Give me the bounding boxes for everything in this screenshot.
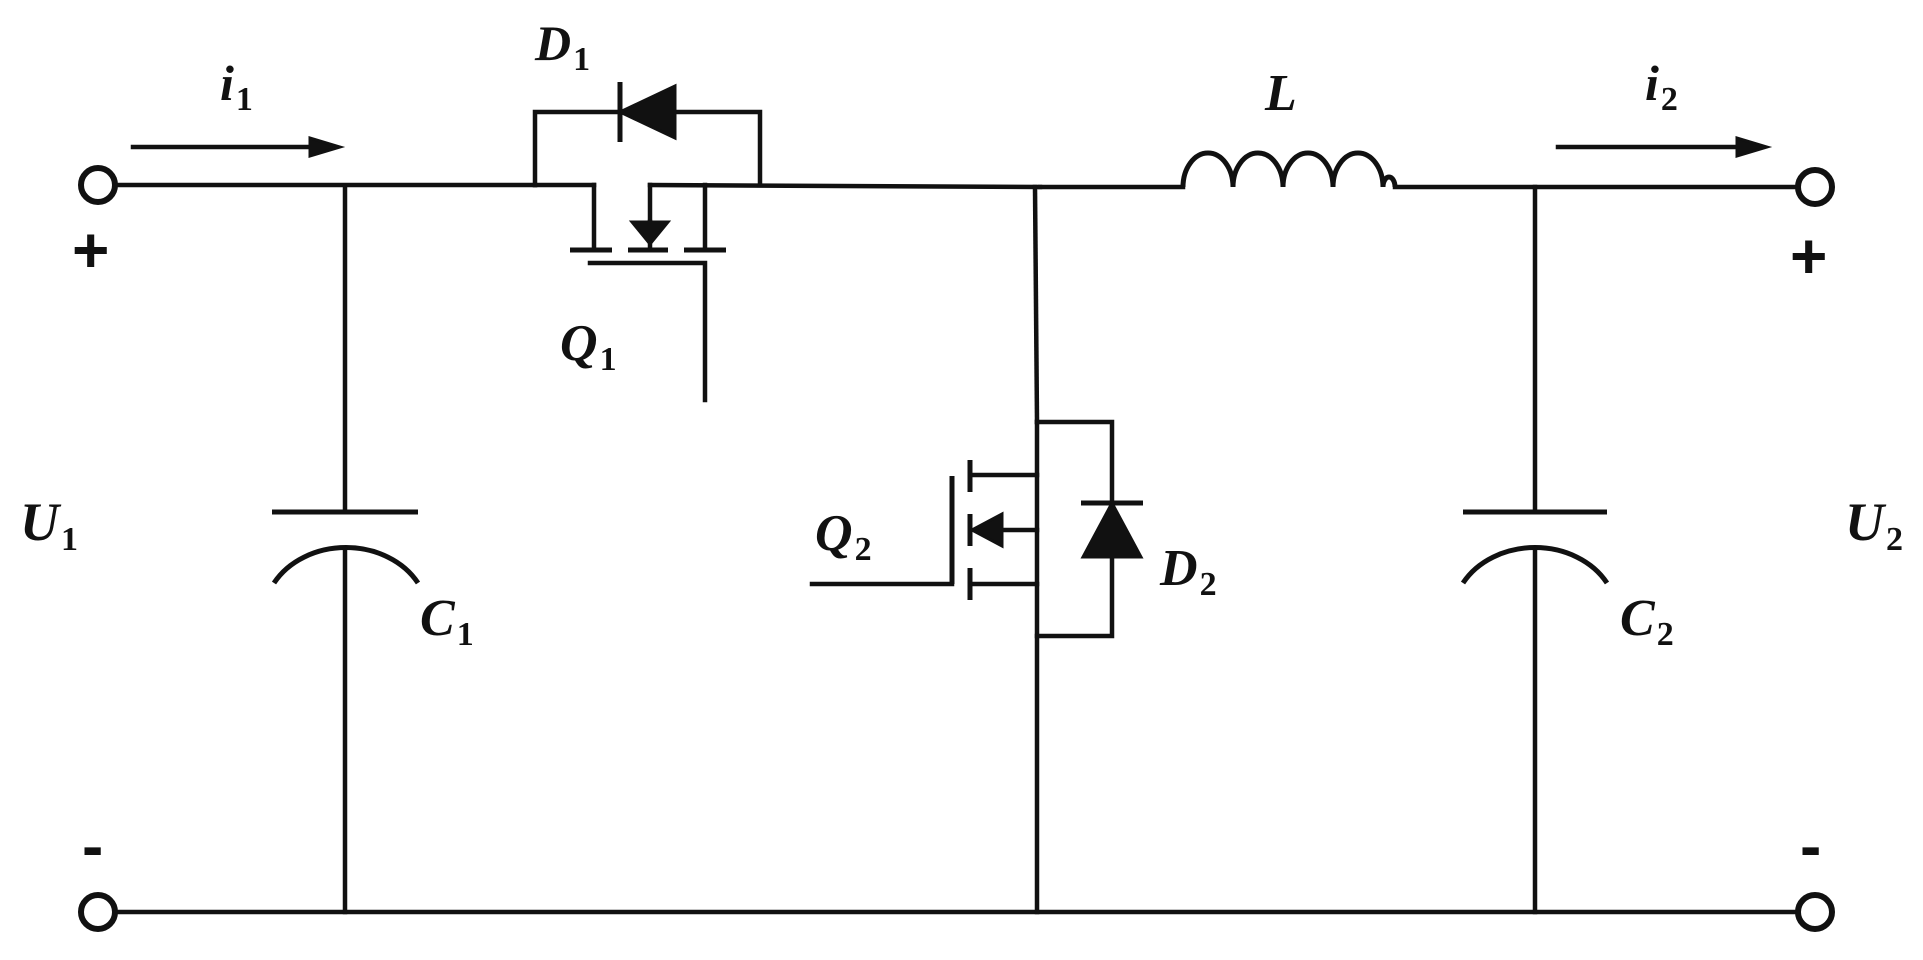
output-minus-sign: -	[1800, 810, 1821, 882]
top-wire	[95, 182, 1803, 251]
output-negative-terminal	[1795, 892, 1835, 932]
label-i2: i2	[1645, 55, 1678, 118]
input-plus-sign: +	[72, 214, 109, 286]
input-minus-sign: -	[82, 810, 103, 882]
input-positive-terminal	[78, 165, 118, 205]
mosfet-q1	[570, 219, 726, 403]
output-positive-terminal	[1795, 167, 1835, 207]
label-c1: C1	[420, 590, 474, 653]
label-q1: Q1	[560, 315, 617, 378]
diode-d2	[1034, 419, 1144, 639]
output-plus-sign: +	[1790, 220, 1827, 292]
label-d2: D2	[1159, 540, 1217, 603]
current-arrow-i1	[130, 135, 346, 159]
label-u1: U1	[20, 492, 78, 558]
inductor-l	[1037, 150, 1398, 190]
label-c2: C2	[1620, 590, 1674, 653]
capacitor-c1	[271, 184, 421, 915]
label-l: L	[1264, 65, 1297, 122]
diode-d1	[532, 82, 763, 188]
label-q2: Q2	[815, 505, 872, 568]
label-d1: D1	[534, 15, 590, 78]
capacitor-c2	[1460, 184, 1610, 915]
mosfet-q2	[809, 460, 1040, 600]
label-u2: U2	[1845, 492, 1903, 558]
label-i1: i1	[220, 55, 253, 118]
input-negative-terminal	[78, 892, 118, 932]
switch-node	[1032, 184, 1040, 915]
current-arrow-i2	[1555, 135, 1773, 159]
